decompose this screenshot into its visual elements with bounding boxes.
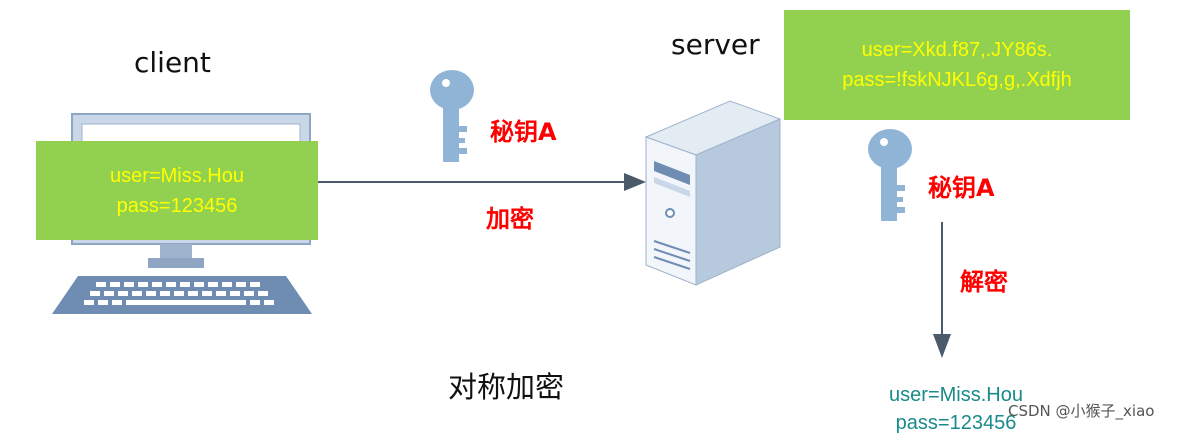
decrypt-arrow bbox=[933, 222, 951, 358]
key-right-label: 秘钥A bbox=[928, 174, 995, 202]
client-user-text: user=Miss.Hou bbox=[110, 164, 244, 187]
client-title: client bbox=[134, 46, 211, 79]
server-credentials-box: user=Xkd.f87,.JY86s. pass=!fskNJKL6g,g,.… bbox=[784, 10, 1130, 120]
server-title: server bbox=[671, 28, 760, 61]
decrypt-label: 解密 bbox=[960, 268, 1008, 296]
key-left-label: 秘钥A bbox=[490, 118, 557, 146]
result-user-text: user=Miss.Hou bbox=[889, 384, 1023, 406]
server-icon bbox=[644, 100, 782, 286]
server-pass-text: pass=!fskNJKL6g,g,.Xdfjh bbox=[842, 69, 1072, 91]
encrypt-label: 加密 bbox=[486, 205, 534, 233]
key-icon bbox=[430, 70, 474, 162]
watermark: CSDN @小猴子_xiao bbox=[1008, 402, 1155, 420]
encrypt-arrow bbox=[318, 173, 646, 191]
server-user-text: user=Xkd.f87,.JY86s. bbox=[861, 39, 1053, 61]
client-pass-text: pass=123456 bbox=[116, 194, 238, 217]
diagram-caption: 对称加密 bbox=[448, 370, 565, 404]
client-credentials-box: user=Miss.Hou pass=123456 bbox=[36, 141, 318, 240]
key-icon bbox=[868, 129, 912, 221]
